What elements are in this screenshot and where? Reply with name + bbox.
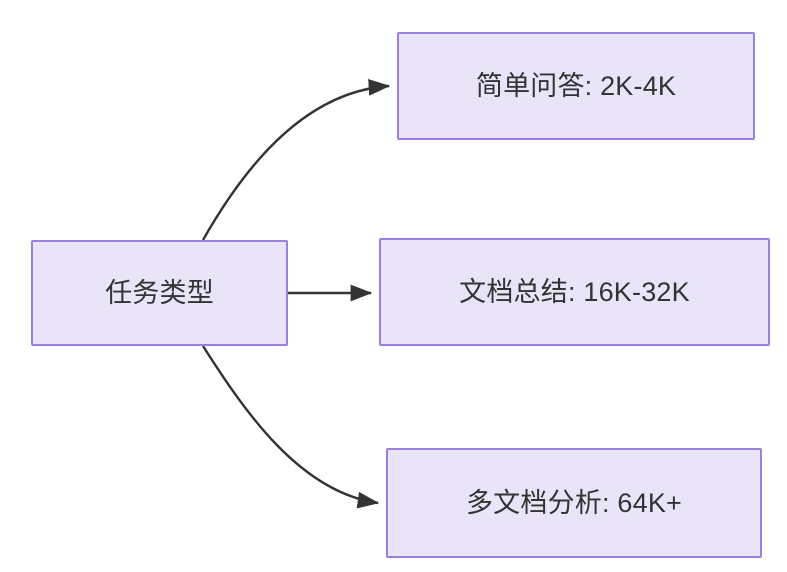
node-multi-document-analysis[interactable]: 多文档分析: 64K+ — [386, 448, 762, 558]
node-document-summary-label: 文档总结: 16K-32K — [459, 276, 690, 307]
node-document-summary[interactable]: 文档总结: 16K-32K — [379, 238, 770, 346]
node-simple-qa-label: 简单问答: 2K-4K — [475, 70, 677, 101]
edge-root-to-multi-doc — [201, 345, 380, 509]
node-simple-qa[interactable]: 简单问答: 2K-4K — [397, 32, 755, 140]
node-task-type[interactable]: 任务类型 — [31, 240, 288, 346]
edge-root-to-simple-qa — [201, 79, 391, 241]
node-task-type-label: 任务类型 — [105, 277, 214, 308]
node-multi-document-analysis-label: 多文档分析: 64K+ — [465, 487, 682, 518]
